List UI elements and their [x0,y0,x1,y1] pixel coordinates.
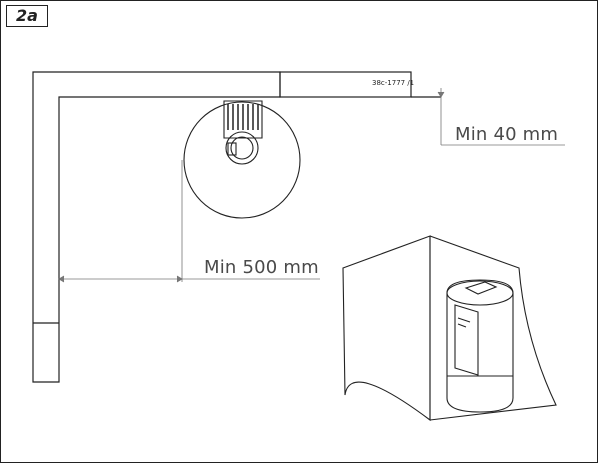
rear-clearance-label: Min 40 mm [455,124,559,145]
stove-plan [183,100,301,219]
figure-label: 2a [6,5,48,27]
drawing-reference-code: 38c-1777 /1 [372,79,415,87]
side-clearance-label: Min 500 mm [204,257,319,278]
dimension-lines [58,88,565,283]
plan-view-walls [32,71,441,383]
corner-3d-view [342,235,557,422]
